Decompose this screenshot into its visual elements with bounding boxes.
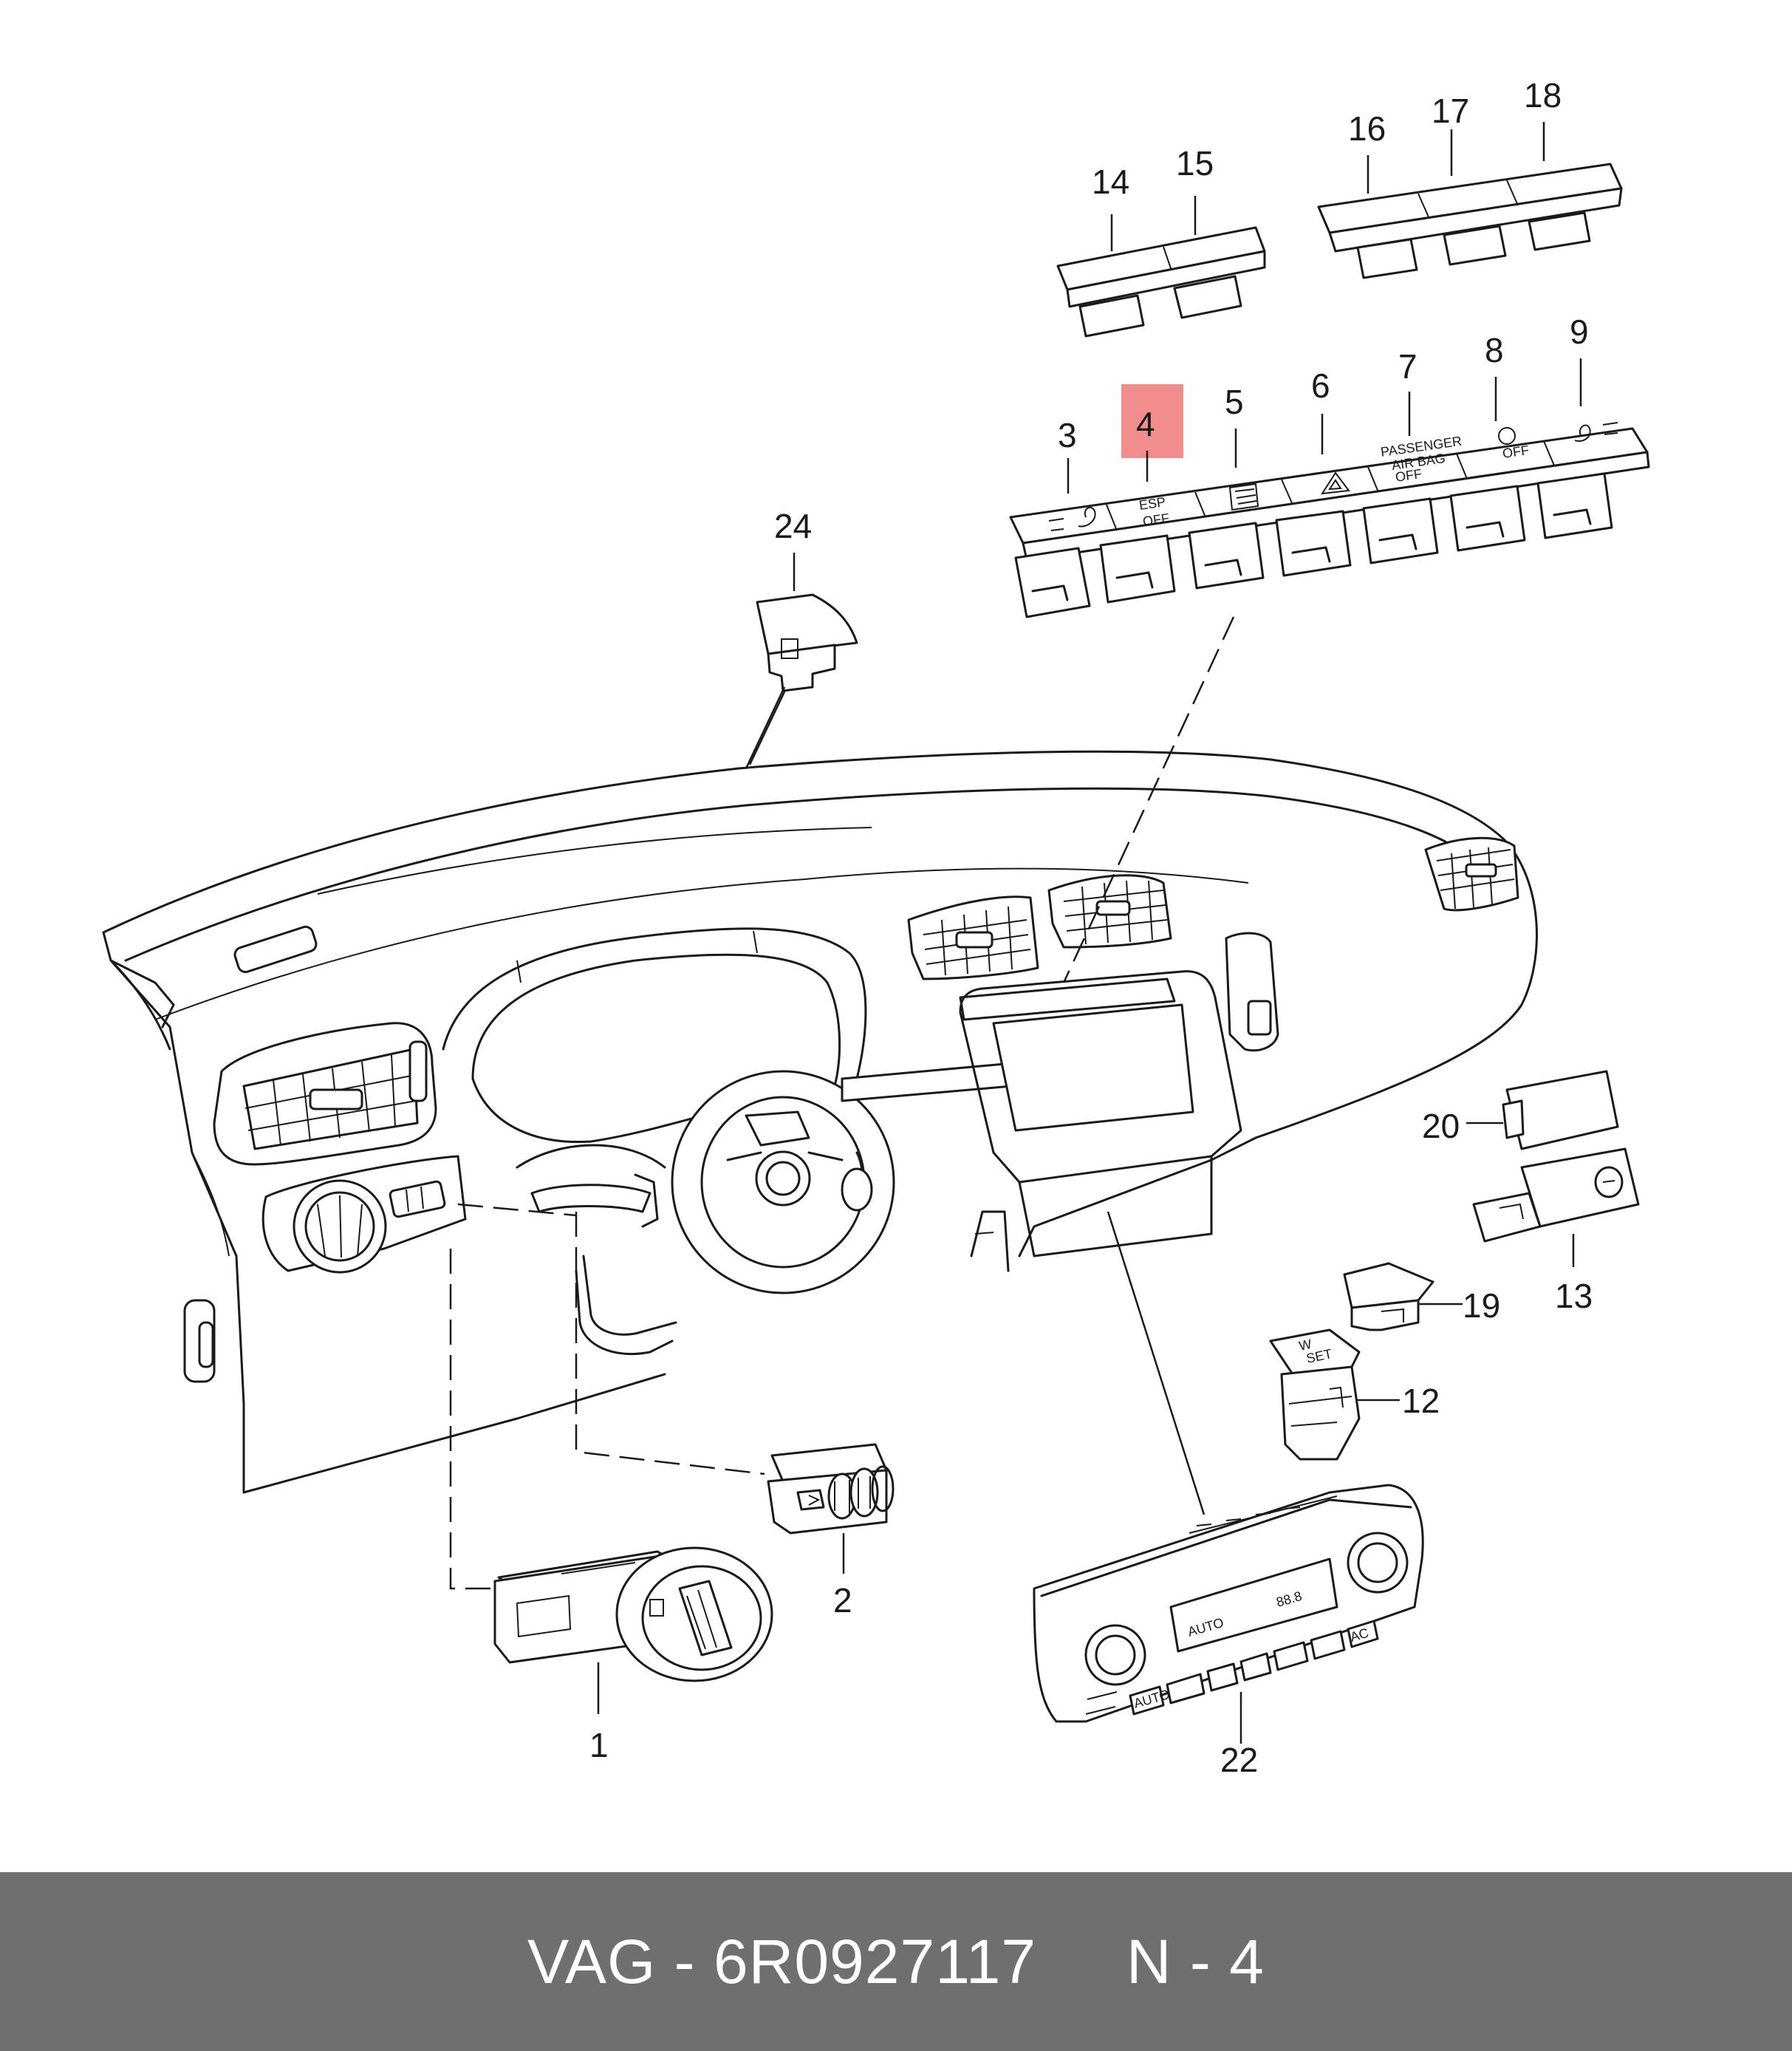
dashed-leaders <box>449 616 1235 1590</box>
switch-block-16-18 <box>1317 163 1623 279</box>
callout-5: 5 <box>1225 383 1244 421</box>
callout-14: 14 <box>1092 163 1129 201</box>
passenger-switch-area <box>1225 932 1279 1052</box>
footer-brand: VAG <box>527 1926 657 1996</box>
part-22-climate-control: AUTO 88.8 AUTO AC <box>1033 1484 1424 1723</box>
callout-6: 6 <box>1311 366 1330 405</box>
callout-9: 9 <box>1570 313 1589 351</box>
part-1-light-switch <box>493 1546 773 1682</box>
highlight-box <box>1121 384 1183 458</box>
callout-17: 17 <box>1432 92 1469 130</box>
callout-labels: 3 4 5 6 7 8 9 14 15 16 17 18 24 20 13 19… <box>589 76 1593 1779</box>
esp-label: ESP <box>1138 494 1166 513</box>
airbag-off-label: OFF <box>1395 466 1423 485</box>
callout-19: 19 <box>1463 1286 1500 1325</box>
esp-off-label: OFF <box>1142 511 1170 529</box>
callout-1: 1 <box>589 1726 609 1764</box>
callout-8: 8 <box>1485 331 1504 369</box>
part-19-switch <box>1343 1262 1434 1331</box>
steering-wheel <box>516 1062 1013 1356</box>
callout-7: 7 <box>1398 347 1417 386</box>
callout-12: 12 <box>1402 1382 1440 1420</box>
footer-spacer <box>1036 1926 1126 1998</box>
dashboard-outline <box>102 750 1538 1494</box>
passenger-air-vent <box>1424 836 1519 912</box>
callout-24: 24 <box>774 507 812 545</box>
part-20-switch <box>1502 1070 1619 1150</box>
callout-20: 20 <box>1422 1107 1460 1145</box>
footer-separator: - <box>656 1926 714 1996</box>
part-13-switch <box>1472 1147 1640 1243</box>
callout-18: 18 <box>1524 76 1562 115</box>
callout-15: 15 <box>1176 144 1214 182</box>
footer-position-label: N - 4 <box>1126 1926 1265 1996</box>
part-2-rotary-switch <box>767 1443 895 1535</box>
callout-13: 13 <box>1555 1277 1593 1315</box>
left-air-vent <box>213 1022 437 1166</box>
callout-16: 16 <box>1348 109 1386 148</box>
footer-part-number: 6R0927117 <box>713 1926 1037 1996</box>
part-12-switch: W SET <box>1269 1328 1361 1461</box>
part-24-switch <box>756 593 858 692</box>
centre-vents <box>907 874 1242 1272</box>
switch-panel-strip: ESP OFF PASSENGER AIR BAG OFF OFF <box>1009 422 1650 618</box>
callout-3: 3 <box>1058 416 1077 454</box>
callout-4: 4 <box>1136 405 1155 443</box>
w-set-label-1: W <box>1298 1337 1313 1354</box>
instrument-cluster <box>442 927 867 1144</box>
part-number-footer: VAG - 6R0927117 N - 4 <box>0 1872 1792 2051</box>
callout-22: 22 <box>1220 1741 1258 1779</box>
callout-leaders <box>793 122 1582 591</box>
light-switch-recess <box>261 1155 467 1274</box>
auto-off-label: OFF <box>1502 443 1530 461</box>
parts-diagram: ESP OFF PASSENGER AIR BAG OFF OFF <box>102 76 1650 1779</box>
switch-block-14-15 <box>1056 226 1266 338</box>
callout-2: 2 <box>833 1581 852 1620</box>
